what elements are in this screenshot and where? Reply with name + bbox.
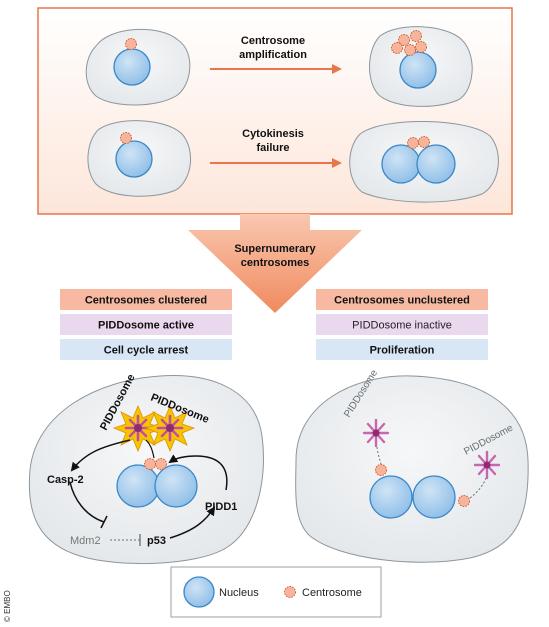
box-centrosomes-unclustered-label: Centrosomes unclustered [334,295,470,307]
arrow-p53-to-pidd1 [169,506,216,539]
box-centrosomes-unclustered [316,289,488,310]
centrosome [144,458,156,470]
cell-unclustered [295,375,529,563]
link-centrosome-to-piddosome [145,439,155,459]
nucleus [116,464,160,508]
funnel-line1: Supernumerary [234,243,316,255]
box-proliferation-label: Proliferation [370,345,435,357]
centrosome [391,42,403,54]
cell-row1-before [85,28,191,106]
centrosome [120,132,132,144]
centrosome [375,464,387,476]
centrosome [155,458,167,470]
box-proliferation [316,339,488,360]
box-cell-cycle-arrest-label: Cell cycle arrest [104,345,189,357]
box-piddosome-active [60,314,232,335]
legend-centrosome-label: Centrosome [302,587,362,599]
label-amplification: amplification [239,49,307,61]
box-piddosome-inactive [316,314,488,335]
cell-row2-before [87,120,192,197]
credit-embo: © EMBO [3,590,12,622]
inhibit-bar [100,515,108,529]
label-pidd1: PIDD1 [205,501,237,513]
piddosome-inactive-upper [362,418,390,448]
piddosome-active-right [144,404,196,453]
label-p53: p53 [147,535,166,547]
centrosome [410,30,422,42]
piddosome-inactive-lower [473,450,501,480]
legend-nucleus-swatch [183,576,215,608]
label-centrosome: Centrosome [241,35,305,47]
centrosome [415,41,427,53]
nucleus [113,48,151,86]
funnel-arrow [188,214,362,313]
centrosome [404,44,416,56]
funnel-line2: centrosomes [241,257,309,269]
centrosome [458,495,470,507]
legend-nucleus-label: Nucleus [219,587,259,599]
box-centrosomes-clustered-label: Centrosomes clustered [85,295,207,307]
label-casp2: Casp-2 [47,474,84,486]
nucleus [399,51,437,89]
centrosome [125,38,137,50]
left-status-boxes: Centrosomes clustered PIDDosome active C… [60,289,232,360]
box-piddosome-inactive-label: PIDDosome inactive [352,320,452,332]
box-centrosomes-clustered [60,289,232,310]
cell-row2-after [349,121,499,203]
right-status-boxes: Centrosomes unclustered PIDDosome inacti… [316,289,488,360]
inhibit-casp2-to-mdm2 [69,481,105,523]
nucleus [154,464,198,508]
box-cell-cycle-arrest [60,339,232,360]
arrow-pidd1-to-centrosome [168,454,228,491]
link-centrosome-to-piddosome [469,477,487,499]
nucleus [381,144,421,184]
nucleus [115,140,153,178]
nucleus [369,475,413,519]
nucleus [416,144,456,184]
centrosome [407,137,419,149]
centrosome [418,136,430,148]
link-centrosome-to-piddosome [376,446,382,465]
legend: Nucleus Centrosome [170,566,382,618]
cell-row1-after [369,26,473,107]
box-piddosome-active-label: PIDDosome active [98,320,194,332]
label-cytokinesis: Cytokinesis [242,128,304,140]
arrow-piddosome-to-casp2 [70,439,131,472]
label-failure: failure [256,142,289,154]
legend-centrosome-swatch [284,586,296,598]
label-mdm2: Mdm2 [70,535,101,547]
nucleus [412,475,456,519]
